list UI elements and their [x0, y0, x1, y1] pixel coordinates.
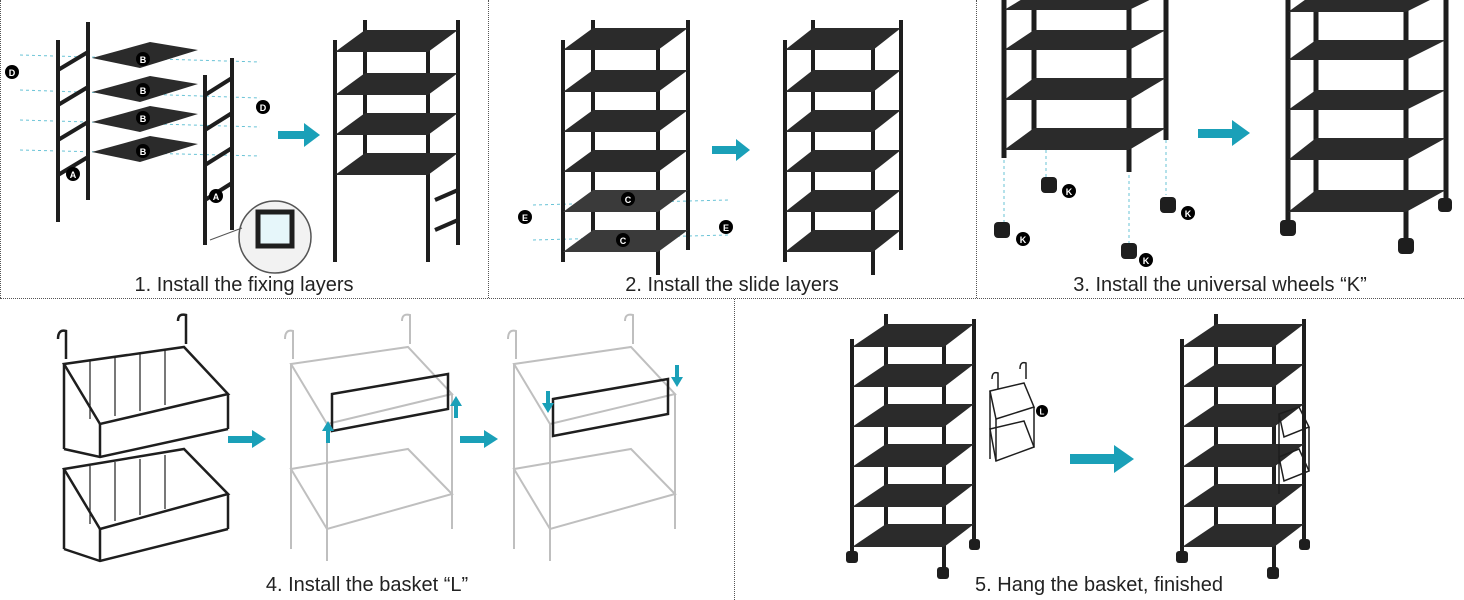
- svg-text:C: C: [620, 236, 627, 246]
- step-1-illustration: B B B B A A D D: [5, 20, 460, 274]
- step-3-panel: K K K K 3. Install the universal wheels …: [976, 0, 1464, 298]
- svg-text:B: B: [140, 55, 147, 65]
- step-2-illustration: C C E E: [518, 20, 903, 275]
- arrow-right-icon: [1198, 120, 1250, 146]
- label-a-1: A: [66, 167, 80, 181]
- label-b-1: B: [136, 52, 150, 66]
- rack-finished-with-baskets: [1176, 314, 1311, 579]
- arrow-right-icon: [228, 430, 498, 448]
- rack-without-wheels: [1001, 0, 1169, 172]
- divider-step1-step2: [488, 0, 489, 298]
- assembled-rack-step1: [333, 20, 460, 262]
- rack-step2-finished: [783, 20, 903, 275]
- label-d-2: D: [256, 100, 270, 114]
- step-5-caption: 5. Hang the basket, finished: [975, 574, 1223, 596]
- label-k-4: K: [1139, 253, 1153, 267]
- label-c-2: C: [616, 233, 630, 247]
- arrow-up-icon: [322, 396, 462, 443]
- label-k-1: K: [1062, 184, 1076, 198]
- svg-text:D: D: [260, 103, 267, 113]
- arrow-right-icon: [278, 123, 320, 147]
- arrow-right-icon: [712, 139, 750, 161]
- loose-baskets: [989, 361, 1036, 463]
- step-5-illustration: L: [846, 314, 1311, 579]
- svg-text:A: A: [213, 192, 220, 202]
- svg-text:A: A: [70, 170, 77, 180]
- caster-wheels: [994, 177, 1176, 259]
- svg-text:E: E: [522, 213, 528, 223]
- step-2-panel: C C E E 2. Install the slide layers: [488, 0, 976, 298]
- svg-text:K: K: [1185, 209, 1192, 219]
- label-b-4: B: [136, 144, 150, 158]
- step-3-illustration: K K K K: [994, 0, 1452, 267]
- basket-highlight-edge-1: [330, 372, 450, 433]
- label-d-1: D: [5, 65, 19, 79]
- left-side-frame: [56, 22, 90, 222]
- rack-with-slide-layers: [561, 20, 690, 275]
- step-4-illustration: [56, 313, 683, 563]
- part-labels-step2: C C E E: [518, 192, 733, 247]
- basket-light-1: [284, 313, 454, 561]
- arrow-right-icon: [1070, 445, 1134, 473]
- rack-with-wheels: [1280, 0, 1452, 254]
- svg-text:B: B: [140, 147, 147, 157]
- rack-with-wheels-before-basket: [846, 314, 980, 579]
- svg-text:E: E: [723, 223, 729, 233]
- divider-step4-step5: [734, 299, 735, 600]
- part-labels-step3: K K K K: [1016, 184, 1195, 267]
- step-3-caption: 3. Install the universal wheels “K”: [1073, 274, 1367, 296]
- step-4-caption: 4. Install the basket “L”: [265, 574, 469, 596]
- svg-text:K: K: [1143, 256, 1150, 266]
- basket-dark: [56, 313, 231, 563]
- step-2-caption: 2. Install the slide layers: [625, 274, 839, 296]
- step-4-panel: 4. Install the basket “L”: [0, 299, 734, 600]
- svg-text:K: K: [1020, 235, 1027, 245]
- label-c-1: C: [621, 192, 635, 206]
- svg-text:B: B: [140, 86, 147, 96]
- right-side-frame: [203, 58, 234, 245]
- svg-text:K: K: [1066, 187, 1073, 197]
- svg-text:B: B: [140, 114, 147, 124]
- svg-text:L: L: [1040, 408, 1045, 417]
- basket-light-2: [507, 313, 677, 561]
- label-e-2: E: [719, 220, 733, 234]
- label-k-3: K: [1016, 232, 1030, 246]
- svg-text:C: C: [625, 195, 632, 205]
- step-1-caption: 1. Install the fixing layers: [134, 274, 354, 296]
- divider-rows: [0, 298, 1464, 299]
- label-b-3: B: [136, 111, 150, 125]
- label-a-2: A: [209, 189, 223, 203]
- frame-left-edge: [0, 0, 1, 298]
- arrow-down-icon: [542, 365, 683, 413]
- part-labels-step1: B B B B A A D D: [5, 52, 270, 203]
- step-1-panel: B B B B A A D D 1. Install the fixing la…: [0, 0, 488, 298]
- divider-step2-step3: [976, 0, 977, 298]
- label-e-1: E: [518, 210, 532, 224]
- basket-highlight-edge-2: [551, 377, 670, 438]
- step-5-panel: L: [734, 299, 1464, 600]
- label-l: L: [1036, 405, 1048, 417]
- svg-text:D: D: [9, 68, 16, 78]
- label-k-2: K: [1181, 206, 1195, 220]
- label-b-2: B: [136, 83, 150, 97]
- detail-magnifier: [209, 200, 312, 274]
